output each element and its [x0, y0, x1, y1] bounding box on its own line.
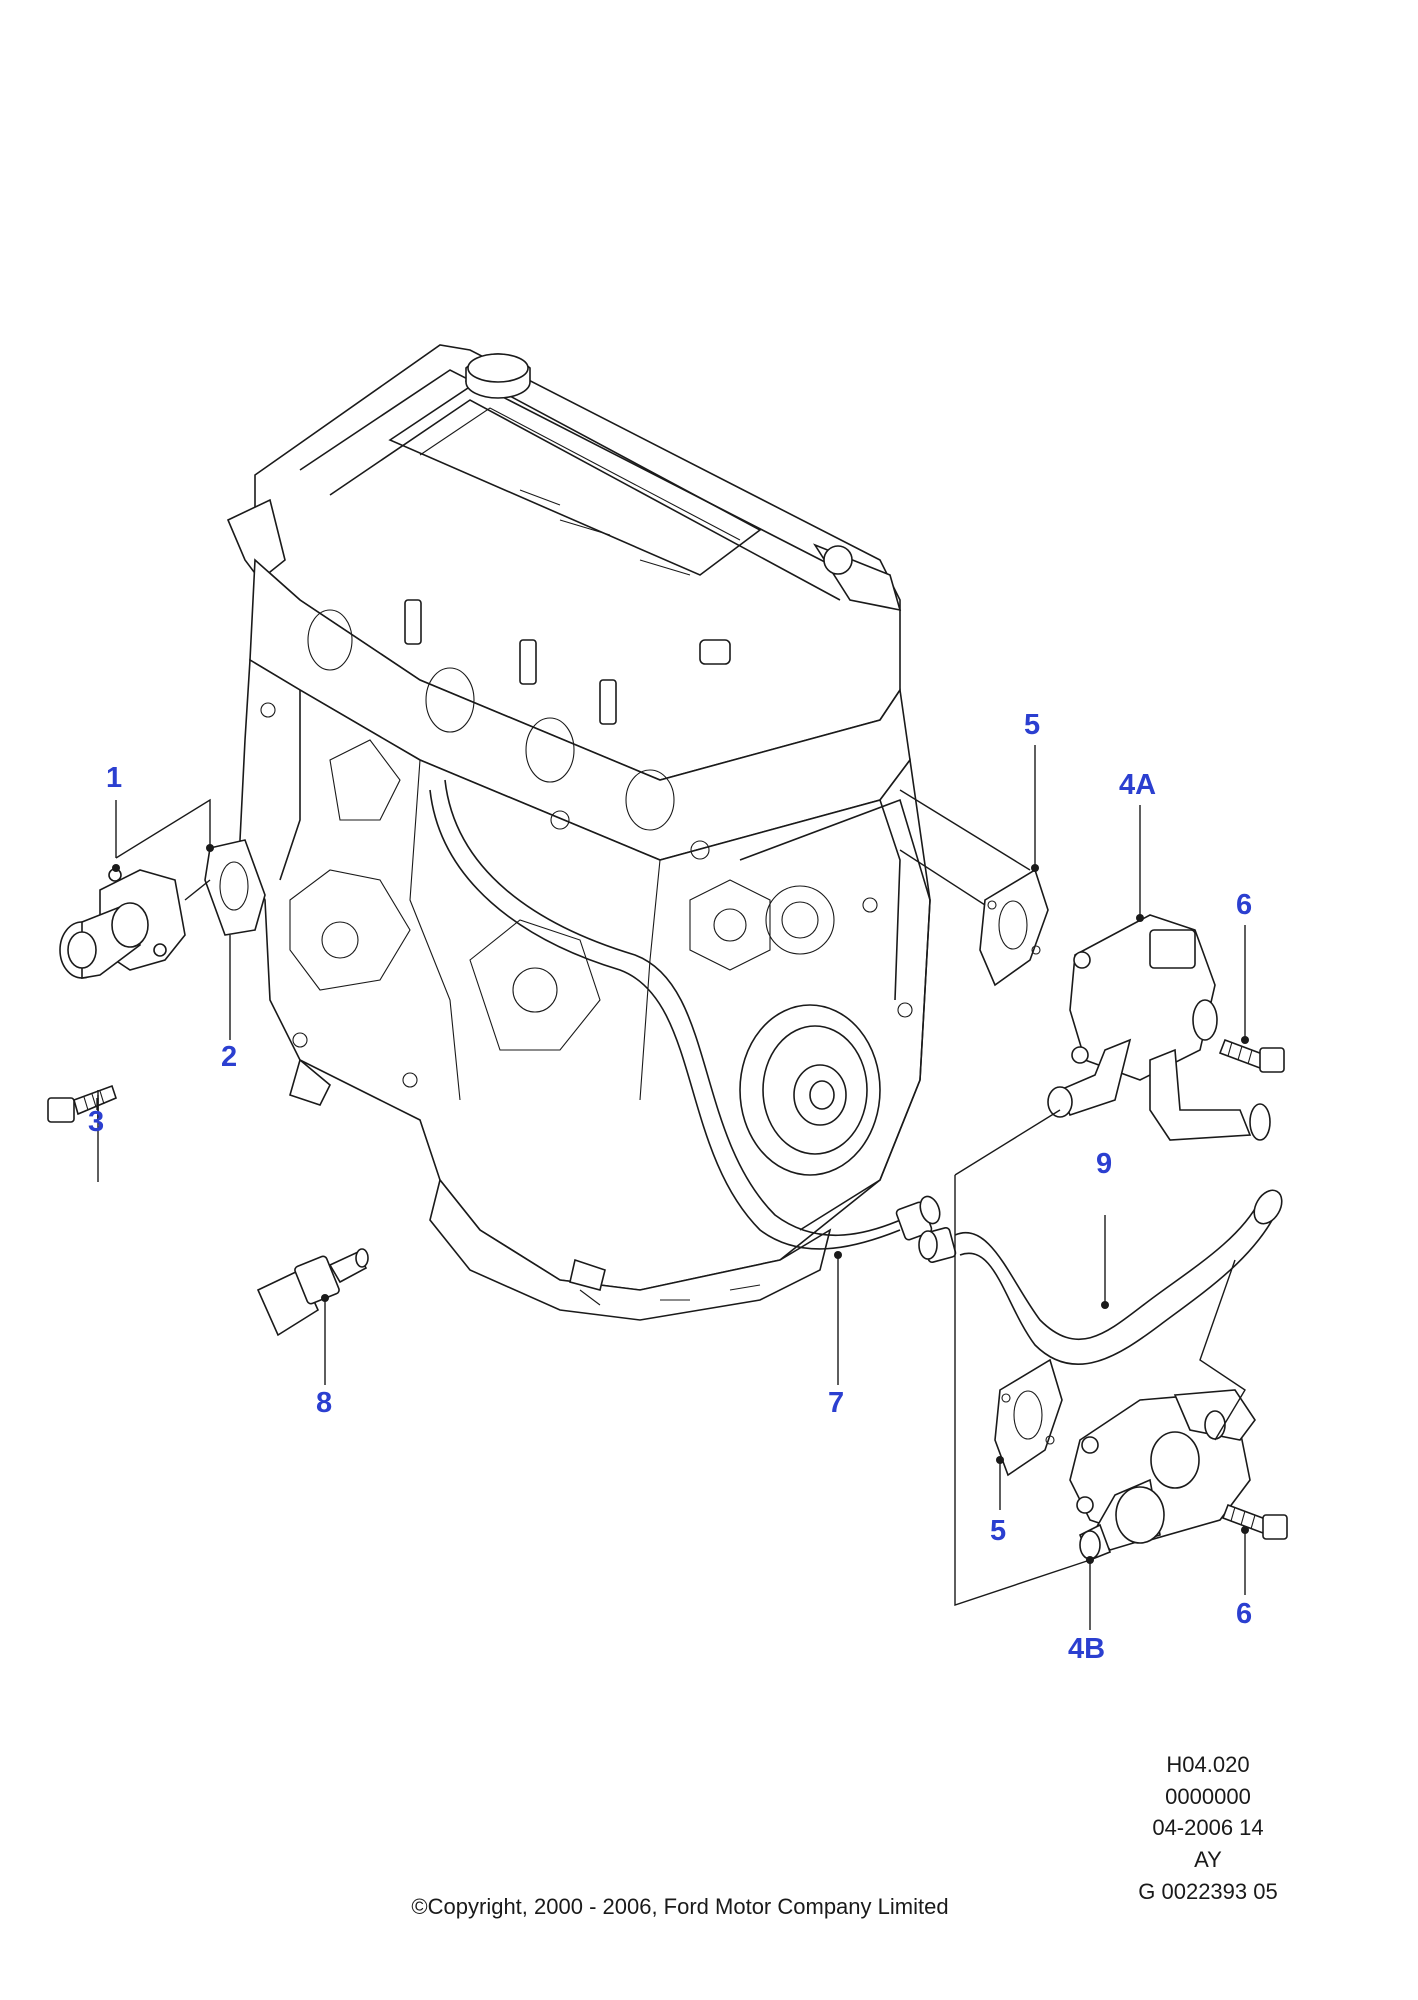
leader-lines [96, 745, 1249, 1630]
callout-label-7: 7 [828, 1387, 844, 1419]
coolant-hose-part-7 [429, 779, 941, 1250]
bolt-part-3 [47, 1084, 117, 1123]
callout-label-5-top: 5 [1024, 709, 1040, 741]
callout-label-9: 9 [1096, 1148, 1112, 1180]
callout-label-2: 2 [221, 1041, 237, 1073]
gasket-part-5-top [979, 868, 1049, 987]
callout-label-6-top: 6 [1236, 889, 1252, 921]
copyright-notice: ©Copyright, 2000 - 2006, Ford Motor Comp… [411, 1894, 949, 1919]
reference-code-line-4: AY [1194, 1847, 1222, 1872]
reference-code-line-5: G 0022393 05 [1138, 1879, 1278, 1904]
callout-label-6-bottom: 6 [1236, 1598, 1252, 1630]
reference-code-line-1: H04.020 [1166, 1752, 1250, 1777]
callout-label-3: 3 [88, 1106, 104, 1138]
callout-label-5-bottom: 5 [990, 1515, 1006, 1547]
callout-label-1: 1 [106, 762, 122, 794]
sensor-part-8 [256, 1248, 369, 1337]
callout-label-4b: 4B [1068, 1633, 1105, 1665]
engine-block [226, 344, 931, 1321]
oil-filler-cap [465, 353, 531, 399]
ignition-coils [404, 599, 731, 725]
coolant-hose-part-9 [918, 1189, 1283, 1365]
thermostat-housing-part-1 [59, 868, 186, 979]
callout-label-4a: 4A [1119, 769, 1156, 801]
thermostat-housing-part-4a [1047, 914, 1271, 1141]
callout-label-8: 8 [316, 1387, 332, 1419]
bolt-part-6-top [1218, 1038, 1285, 1073]
water-pump-pulley [739, 1004, 881, 1176]
reference-code-line-3: 04-2006 14 [1152, 1815, 1264, 1840]
bolt-part-6-bottom [1221, 1503, 1288, 1540]
gasket-part-5-bottom [994, 1358, 1063, 1477]
thermostat-housing-part-4b [1069, 1389, 1256, 1562]
reference-code-line-2: 0000000 [1165, 1784, 1251, 1809]
gasket-part-2 [204, 839, 266, 936]
